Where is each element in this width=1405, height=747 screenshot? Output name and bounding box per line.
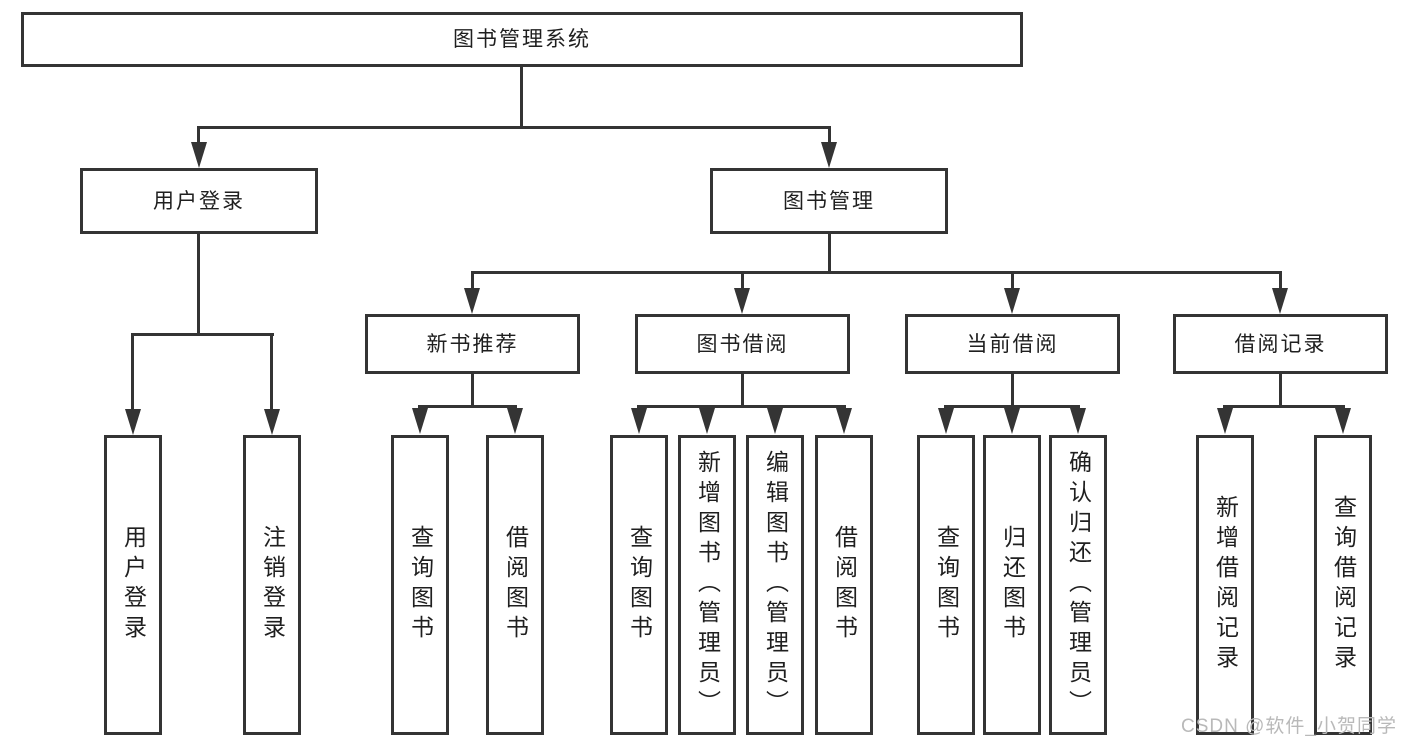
connector-drop bbox=[270, 334, 273, 411]
node-add-book-admin: 新增图书（管理员） bbox=[678, 435, 736, 735]
node-borrowing-records: 借阅记录 bbox=[1173, 314, 1388, 374]
connector-stem bbox=[1279, 372, 1282, 407]
connector-book-mgmt-stem bbox=[828, 233, 831, 274]
connector-bar bbox=[637, 405, 846, 408]
connector-drop bbox=[471, 272, 474, 290]
connector-stem bbox=[471, 372, 474, 407]
connector-bar bbox=[1223, 405, 1345, 408]
arrow-down-icon bbox=[464, 288, 480, 314]
arrow-down-icon bbox=[1004, 408, 1020, 434]
node-current-borrowing: 当前借阅 bbox=[905, 314, 1120, 374]
connector-root-stem bbox=[520, 67, 523, 127]
arrow-down-icon bbox=[125, 409, 141, 435]
node-root: 图书管理系统 bbox=[21, 12, 1023, 67]
node-borrow-books-recommend: 借阅图书 bbox=[486, 435, 544, 735]
arrow-down-icon bbox=[1070, 408, 1086, 434]
node-confirm-return-admin: 确认归还（管理员） bbox=[1049, 435, 1107, 735]
connector-drop bbox=[197, 127, 200, 144]
node-return-books: 归还图书 bbox=[983, 435, 1041, 735]
connector-user-login-stem bbox=[197, 233, 200, 335]
connector-drop bbox=[1011, 272, 1014, 290]
arrow-down-icon bbox=[821, 142, 837, 168]
watermark: CSDN @软件_小贺同学 bbox=[1181, 716, 1397, 737]
node-new-book-recommend: 新书推荐 bbox=[365, 314, 580, 374]
connector-drop bbox=[1279, 272, 1282, 290]
arrow-down-icon bbox=[699, 408, 715, 434]
node-logout-leaf: 注销登录 bbox=[243, 435, 301, 735]
arrow-down-icon bbox=[507, 408, 523, 434]
node-edit-book-admin: 编辑图书（管理员） bbox=[746, 435, 804, 735]
arrow-down-icon bbox=[1004, 288, 1020, 314]
node-borrow-books-borrowing: 借阅图书 bbox=[815, 435, 873, 735]
node-query-books-current: 查询图书 bbox=[917, 435, 975, 735]
connector-bar bbox=[418, 405, 517, 408]
arrow-down-icon bbox=[1217, 408, 1233, 434]
node-book-borrowing: 图书借阅 bbox=[635, 314, 850, 374]
connector-bar bbox=[944, 405, 1080, 408]
node-user-login: 用户登录 bbox=[80, 168, 318, 234]
arrow-down-icon bbox=[938, 408, 954, 434]
arrow-down-icon bbox=[191, 142, 207, 168]
node-query-borrow-record: 查询借阅记录 bbox=[1314, 435, 1372, 735]
connector-user-login-bar bbox=[131, 333, 274, 336]
connector-drop bbox=[741, 272, 744, 290]
connector-root-bar bbox=[197, 126, 831, 129]
arrow-down-icon bbox=[734, 288, 750, 314]
node-add-borrow-record: 新增借阅记录 bbox=[1196, 435, 1254, 735]
node-query-books-borrowing: 查询图书 bbox=[610, 435, 668, 735]
connector-drop bbox=[828, 127, 831, 144]
connector-stem bbox=[1011, 372, 1014, 407]
arrow-down-icon bbox=[767, 408, 783, 434]
node-query-books-recommend: 查询图书 bbox=[391, 435, 449, 735]
connector-drop bbox=[131, 334, 134, 411]
arrow-down-icon bbox=[1272, 288, 1288, 314]
arrow-down-icon bbox=[264, 409, 280, 435]
arrow-down-icon bbox=[631, 408, 647, 434]
node-user-login-leaf: 用户登录 bbox=[104, 435, 162, 735]
arrow-down-icon bbox=[836, 408, 852, 434]
connector-stem bbox=[741, 372, 744, 407]
node-book-management: 图书管理 bbox=[710, 168, 948, 234]
connector-book-mgmt-bar bbox=[471, 271, 1282, 274]
arrow-down-icon bbox=[412, 408, 428, 434]
arrow-down-icon bbox=[1335, 408, 1351, 434]
